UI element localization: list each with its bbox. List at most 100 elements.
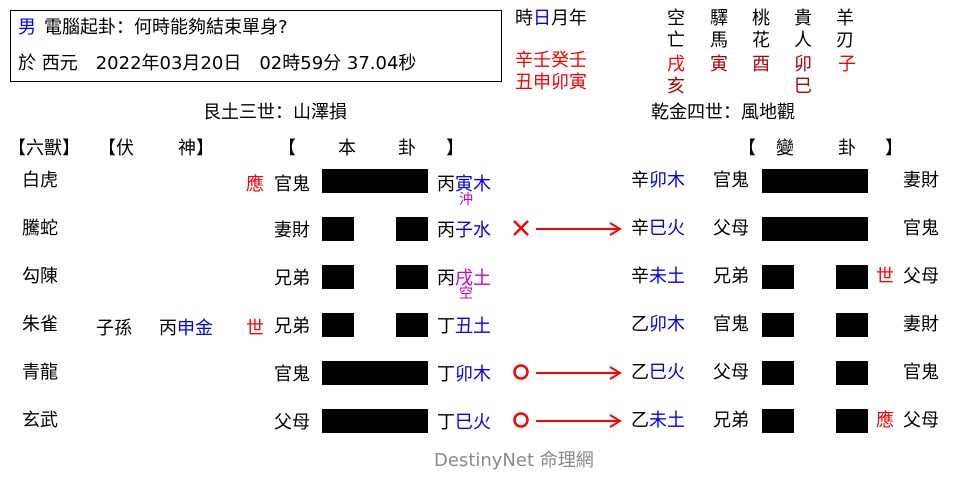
brand-watermark: DestinyNet 命理網	[434, 450, 594, 471]
time-panel-branches: 丑申卯寅	[515, 72, 587, 93]
row-2-changed-branch: 未土	[649, 266, 685, 287]
time-panel-title-suffix: 月年	[551, 8, 587, 29]
row-2-changed-stem: 辛未土	[631, 268, 685, 286]
row-0-orig-stem: 丙寅木	[437, 176, 491, 194]
row-4-orig-stem: 丁卯木	[437, 366, 491, 384]
row-1-liushou: 騰蛇	[22, 218, 58, 239]
spirit-header-4-top: 羊	[836, 8, 854, 29]
row-5-changed-stem: 乙未土	[631, 412, 685, 430]
row-0-changed-branch: 卯木	[649, 170, 685, 191]
row-1-changed-relation: 父母	[713, 218, 749, 239]
spirit-header-0-bottom: 亡	[667, 30, 685, 51]
row-2-changed-stem-label: 辛	[631, 266, 649, 287]
row-3-original-yin-left	[322, 313, 354, 337]
row-5-orig-relation: 父母	[274, 412, 310, 433]
row-0-changed-relation: 官鬼	[713, 170, 749, 191]
row-5-changed-yin-left	[762, 409, 794, 433]
row-5-changed-right: 父母	[903, 410, 939, 431]
row-0-changed-stem: 辛卯木	[631, 172, 685, 190]
spirit-header-3-bottom: 人	[794, 30, 812, 51]
biangua-header-open: 【	[738, 138, 756, 159]
spirit-header-0-top: 空	[667, 8, 685, 29]
row-1-original-yin-right	[396, 217, 428, 241]
biangua-header-close: 】	[885, 138, 903, 159]
spirit-header-4-bottom: 刃	[836, 30, 854, 51]
spirit-value-taohua: 酉	[752, 54, 770, 75]
row-2-changed-right: 父母	[903, 266, 939, 287]
row-2-changed-yin-left	[762, 265, 794, 289]
row-1-changed-yang-line	[762, 217, 868, 241]
liushou-header: 【六獸】	[8, 138, 80, 159]
row-1-change-arrow-icon	[536, 219, 624, 239]
row-5-changed-yin-right	[836, 409, 868, 433]
row-1-original-yin-left	[322, 217, 354, 241]
time-panel-stems: 辛壬癸壬	[515, 50, 587, 71]
original-hexagram-name: 艮土三世：山澤損	[203, 102, 347, 123]
row-2-changed-relation: 兄弟	[713, 266, 749, 287]
row-4-changed-branch: 巳火	[649, 362, 685, 383]
time-panel-title-highlight: 日	[533, 8, 551, 29]
row-0-changed-yang-line	[762, 169, 868, 193]
question-text: 電腦起卦：何時能夠結束單身?	[44, 17, 288, 38]
row-0-shi-ying: 應	[246, 174, 264, 195]
row-3-liushou: 朱雀	[22, 314, 58, 335]
row-5-changed-shi-ying: 應	[876, 410, 894, 431]
row-3-orig-stem: 丁丑土	[437, 318, 491, 336]
row-3-changed-relation: 官鬼	[713, 314, 749, 335]
fushen-header-close: 神】	[178, 138, 214, 159]
spirit-value-yangren: 子	[838, 54, 856, 75]
row-3-fushen-stem-label: 丙	[159, 318, 177, 339]
spirit-value-guiren-2: 巳	[794, 76, 812, 97]
time-panel-title-prefix: 時	[515, 8, 533, 29]
row-5-changed-stem-label: 乙	[631, 410, 649, 431]
row-2-original-yin-right	[396, 265, 428, 289]
fushen-header-open: 【伏	[98, 138, 134, 159]
row-1-orig-stem-label: 丙	[437, 220, 455, 241]
row-4-orig-branch: 卯木	[455, 364, 491, 385]
row-2-changed-yin-right	[836, 265, 868, 289]
spirit-header-1-bottom: 馬	[710, 30, 728, 51]
row-5-changed-relation: 兄弟	[713, 410, 749, 431]
row-0-changed-stem-label: 辛	[631, 170, 649, 191]
row-5-changed-branch: 未土	[649, 410, 685, 431]
row-4-changed-relation: 父母	[713, 362, 749, 383]
row-1-orig-stem: 丙子水	[437, 222, 491, 240]
row-4-changed-yin-right	[836, 361, 868, 385]
row-3-changed-yin-right	[836, 313, 868, 337]
spirit-header-3-top: 貴	[794, 8, 812, 29]
row-4-changed-right: 官鬼	[903, 362, 939, 383]
row-0-orig-stem-label: 丙	[437, 174, 455, 195]
row-4-liushou: 青龍	[22, 362, 58, 383]
row-5-orig-stem: 丁巳火	[437, 414, 491, 432]
gender-label: 男	[18, 17, 36, 38]
biangua-header-char2: 卦	[838, 138, 856, 159]
row-0-changed-right: 妻財	[903, 170, 939, 191]
row-5-liushou: 玄武	[22, 410, 58, 431]
row-1-orig-branch: 子水	[455, 220, 491, 241]
row-2-orig-branch: 戌土	[455, 268, 491, 289]
row-4-changed-yin-left	[762, 361, 794, 385]
row-3-orig-branch: 丑土	[455, 316, 491, 337]
row-4-orig-relation: 官鬼	[274, 364, 310, 385]
row-1-changed-right: 官鬼	[903, 218, 939, 239]
row-2-orig-relation: 兄弟	[274, 268, 310, 289]
row-3-orig-stem-label: 丁	[437, 316, 455, 337]
spirit-header-2-top: 桃	[752, 8, 770, 29]
row-4-changed-stem: 乙巳火	[631, 364, 685, 382]
row-2-liushou: 勾陳	[22, 266, 58, 287]
row-3-original-yin-right	[396, 313, 428, 337]
bengua-header-open: 【	[278, 138, 296, 159]
row-2-orig-note: 空	[459, 286, 473, 302]
row-1-changed-branch: 巳火	[649, 218, 685, 239]
row-3-fushen-branch: 申金	[177, 318, 213, 339]
changed-hexagram-name: 乾金四世：風地觀	[651, 102, 795, 123]
row-0-original-yang-line	[322, 169, 428, 193]
spirit-header-1-top: 驛	[710, 8, 728, 29]
row-3-changed-right: 妻財	[903, 314, 939, 335]
row-1-orig-relation: 妻財	[274, 220, 310, 241]
spirit-value-kongwang-2: 亥	[667, 76, 685, 97]
row-3-changed-stem-label: 乙	[631, 314, 649, 335]
row-3-changed-branch: 卯木	[649, 314, 685, 335]
row-5-moving-o-icon	[512, 411, 530, 429]
row-3-changed-yin-left	[762, 313, 794, 337]
